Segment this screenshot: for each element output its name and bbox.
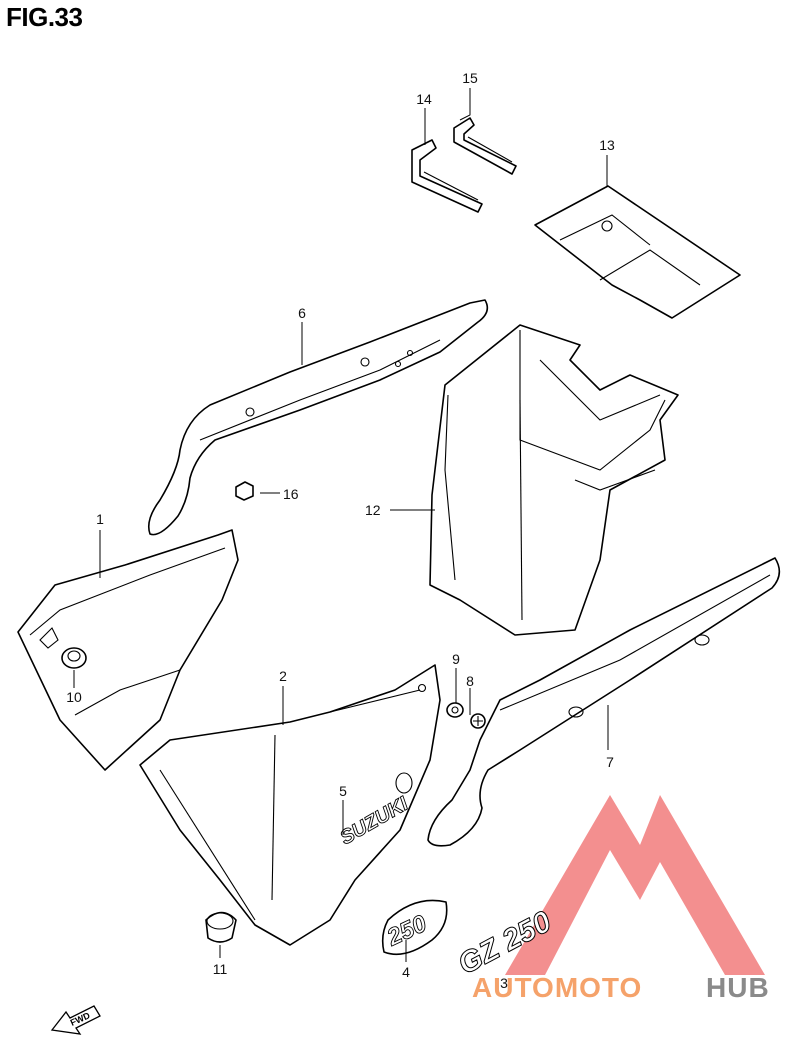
callout-14: 14 — [416, 91, 432, 107]
part-4-250-emblem: 250 — [382, 899, 448, 956]
part-6-frame-cover — [147, 299, 489, 536]
fwd-arrow-indicator: FWD — [50, 1005, 101, 1035]
part-15-hex-key — [453, 117, 517, 175]
callout-15: 15 — [462, 70, 478, 86]
watermark-text: AUTOMOTO HUB — [472, 972, 770, 1003]
part-2-side-cover-right: SUZUKI — [139, 664, 441, 946]
callout-13: 13 — [599, 137, 615, 153]
watermark-text-automoto: AUTOMOTO — [472, 972, 642, 1003]
part-7-frame-cover — [427, 557, 781, 847]
leader-lines — [73, 88, 609, 962]
part-9-washer — [446, 702, 464, 718]
callout-4: 4 — [402, 964, 410, 980]
callout-8: 8 — [466, 673, 474, 689]
callout-3: 3 — [500, 975, 508, 991]
callout-16: 16 — [283, 486, 299, 502]
callout-labels: 14 15 13 6 16 12 1 10 2 9 8 7 5 11 4 3 — [66, 70, 615, 991]
callout-11: 11 — [213, 961, 228, 977]
figure-title: FIG.33 — [6, 2, 83, 32]
part-11-grommet — [205, 911, 237, 943]
watermark-text-hub: HUB — [706, 972, 770, 1003]
part-10-grommet — [61, 647, 87, 669]
part-14-hex-key — [411, 139, 483, 213]
callout-9: 9 — [452, 651, 460, 667]
part-1-side-cover-left — [17, 529, 239, 771]
callout-1: 1 — [96, 511, 104, 527]
callout-7: 7 — [606, 754, 614, 770]
part-8-screw — [470, 713, 486, 729]
callout-2: 2 — [279, 668, 287, 684]
watermark-logo — [505, 795, 765, 975]
callout-12: 12 — [365, 502, 381, 518]
part-13-tool-bag — [534, 185, 741, 319]
callout-5: 5 — [339, 783, 347, 799]
part-12-inner-fender — [429, 324, 679, 636]
callout-10: 10 — [66, 689, 82, 705]
part-16-clip-nut — [235, 481, 254, 501]
callout-6: 6 — [298, 305, 306, 321]
